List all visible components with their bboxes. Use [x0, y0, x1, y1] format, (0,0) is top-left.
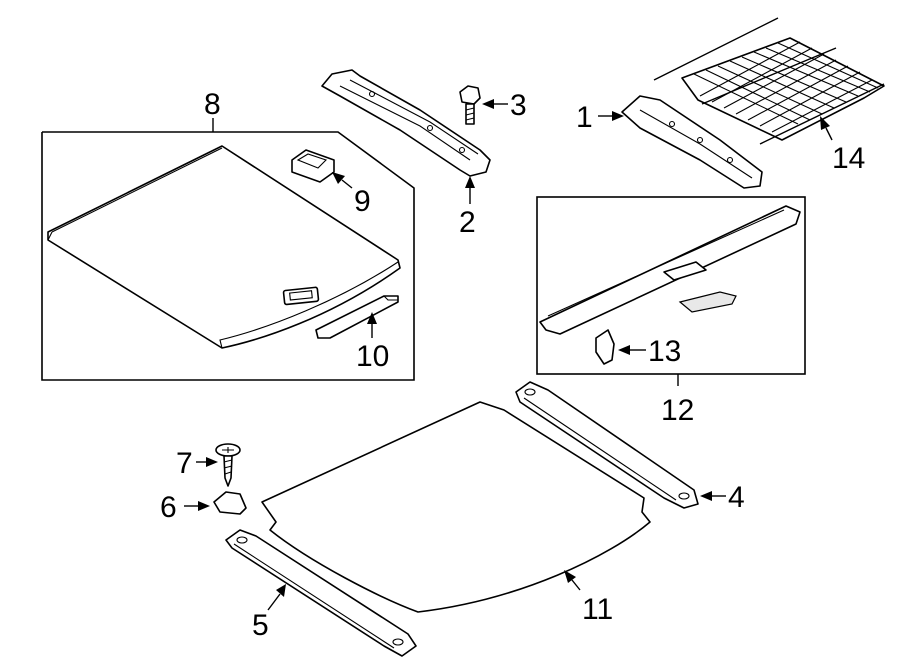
part-handle-cap — [291, 149, 335, 183]
part-screw — [215, 443, 241, 487]
part-strap — [315, 295, 399, 339]
callout-6: 6 — [160, 491, 177, 524]
callout-4: 4 — [728, 481, 745, 514]
callout-7: 7 — [176, 447, 193, 480]
leader-7 — [196, 457, 218, 467]
leader-14 — [820, 116, 833, 141]
callout-5: 5 — [252, 609, 269, 642]
leader-5 — [267, 584, 286, 611]
leader-11 — [564, 570, 581, 591]
leader-2 — [465, 176, 475, 204]
callout-10: 10 — [356, 340, 389, 373]
callout-14: 14 — [832, 142, 865, 175]
leader-1 — [598, 111, 624, 121]
callout-1: 1 — [576, 101, 593, 134]
callout-12: 12 — [661, 394, 694, 427]
part-cargo-cover — [47, 145, 401, 349]
part-bolt — [459, 85, 481, 125]
leader-10 — [367, 312, 377, 338]
leader-9 — [332, 172, 353, 189]
leader-3 — [482, 99, 508, 109]
part-sill-rail-right — [515, 381, 699, 509]
callout-13: 13 — [648, 335, 681, 368]
panel-12-frame — [536, 196, 806, 375]
part-rail-bracket-upper — [321, 69, 491, 177]
leader-13 — [618, 345, 646, 355]
leader-4 — [700, 491, 726, 501]
part-cargo-net — [653, 17, 885, 145]
part-clip — [595, 329, 615, 365]
part-scuff-plate — [539, 205, 801, 335]
callout-2: 2 — [459, 206, 476, 239]
panel-8-frame — [41, 131, 415, 381]
callout-3: 3 — [510, 89, 527, 122]
callout-9: 9 — [354, 185, 371, 218]
part-cargo-mat — [261, 401, 651, 613]
part-rail-bracket-right — [621, 95, 763, 189]
callout-11: 11 — [582, 593, 613, 626]
leader-6 — [184, 501, 210, 511]
part-bumper — [213, 491, 247, 515]
callout-8: 8 — [204, 88, 221, 121]
part-sill-rail-left — [225, 529, 417, 657]
